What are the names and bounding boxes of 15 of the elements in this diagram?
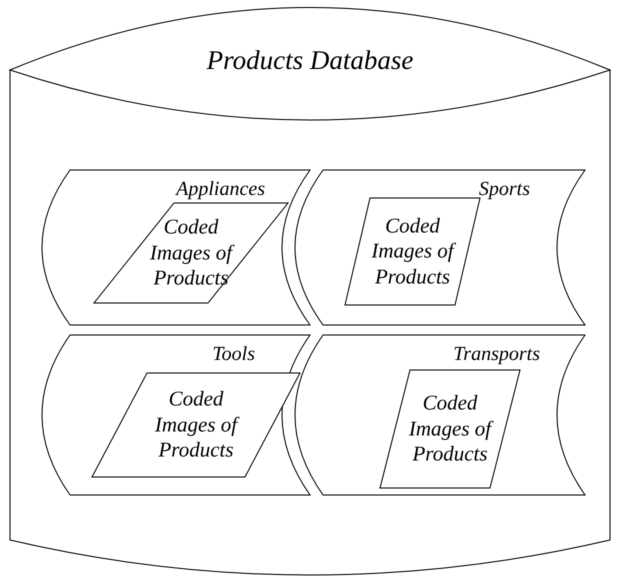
parallelogram bbox=[380, 370, 520, 488]
parallelogram-text: Coded Images of Products bbox=[408, 390, 494, 468]
parallelogram bbox=[345, 198, 480, 305]
database-title: Products Database bbox=[206, 45, 414, 76]
stored-data-shape bbox=[295, 170, 585, 325]
database-cylinder bbox=[10, 5, 610, 575]
parallelogram-text: Coded Images of Products bbox=[154, 386, 240, 464]
parallelogram-text: Coded Images of Products bbox=[370, 213, 457, 290]
category-title: Appliances bbox=[176, 178, 265, 201]
category-title: Tools bbox=[212, 343, 255, 366]
parallelogram bbox=[92, 373, 300, 477]
parallelogram-text: Coded Images of Products bbox=[148, 214, 236, 292]
category-title: Sports bbox=[478, 178, 530, 201]
category-title: Transports bbox=[453, 343, 540, 366]
parallelogram bbox=[94, 203, 288, 303]
